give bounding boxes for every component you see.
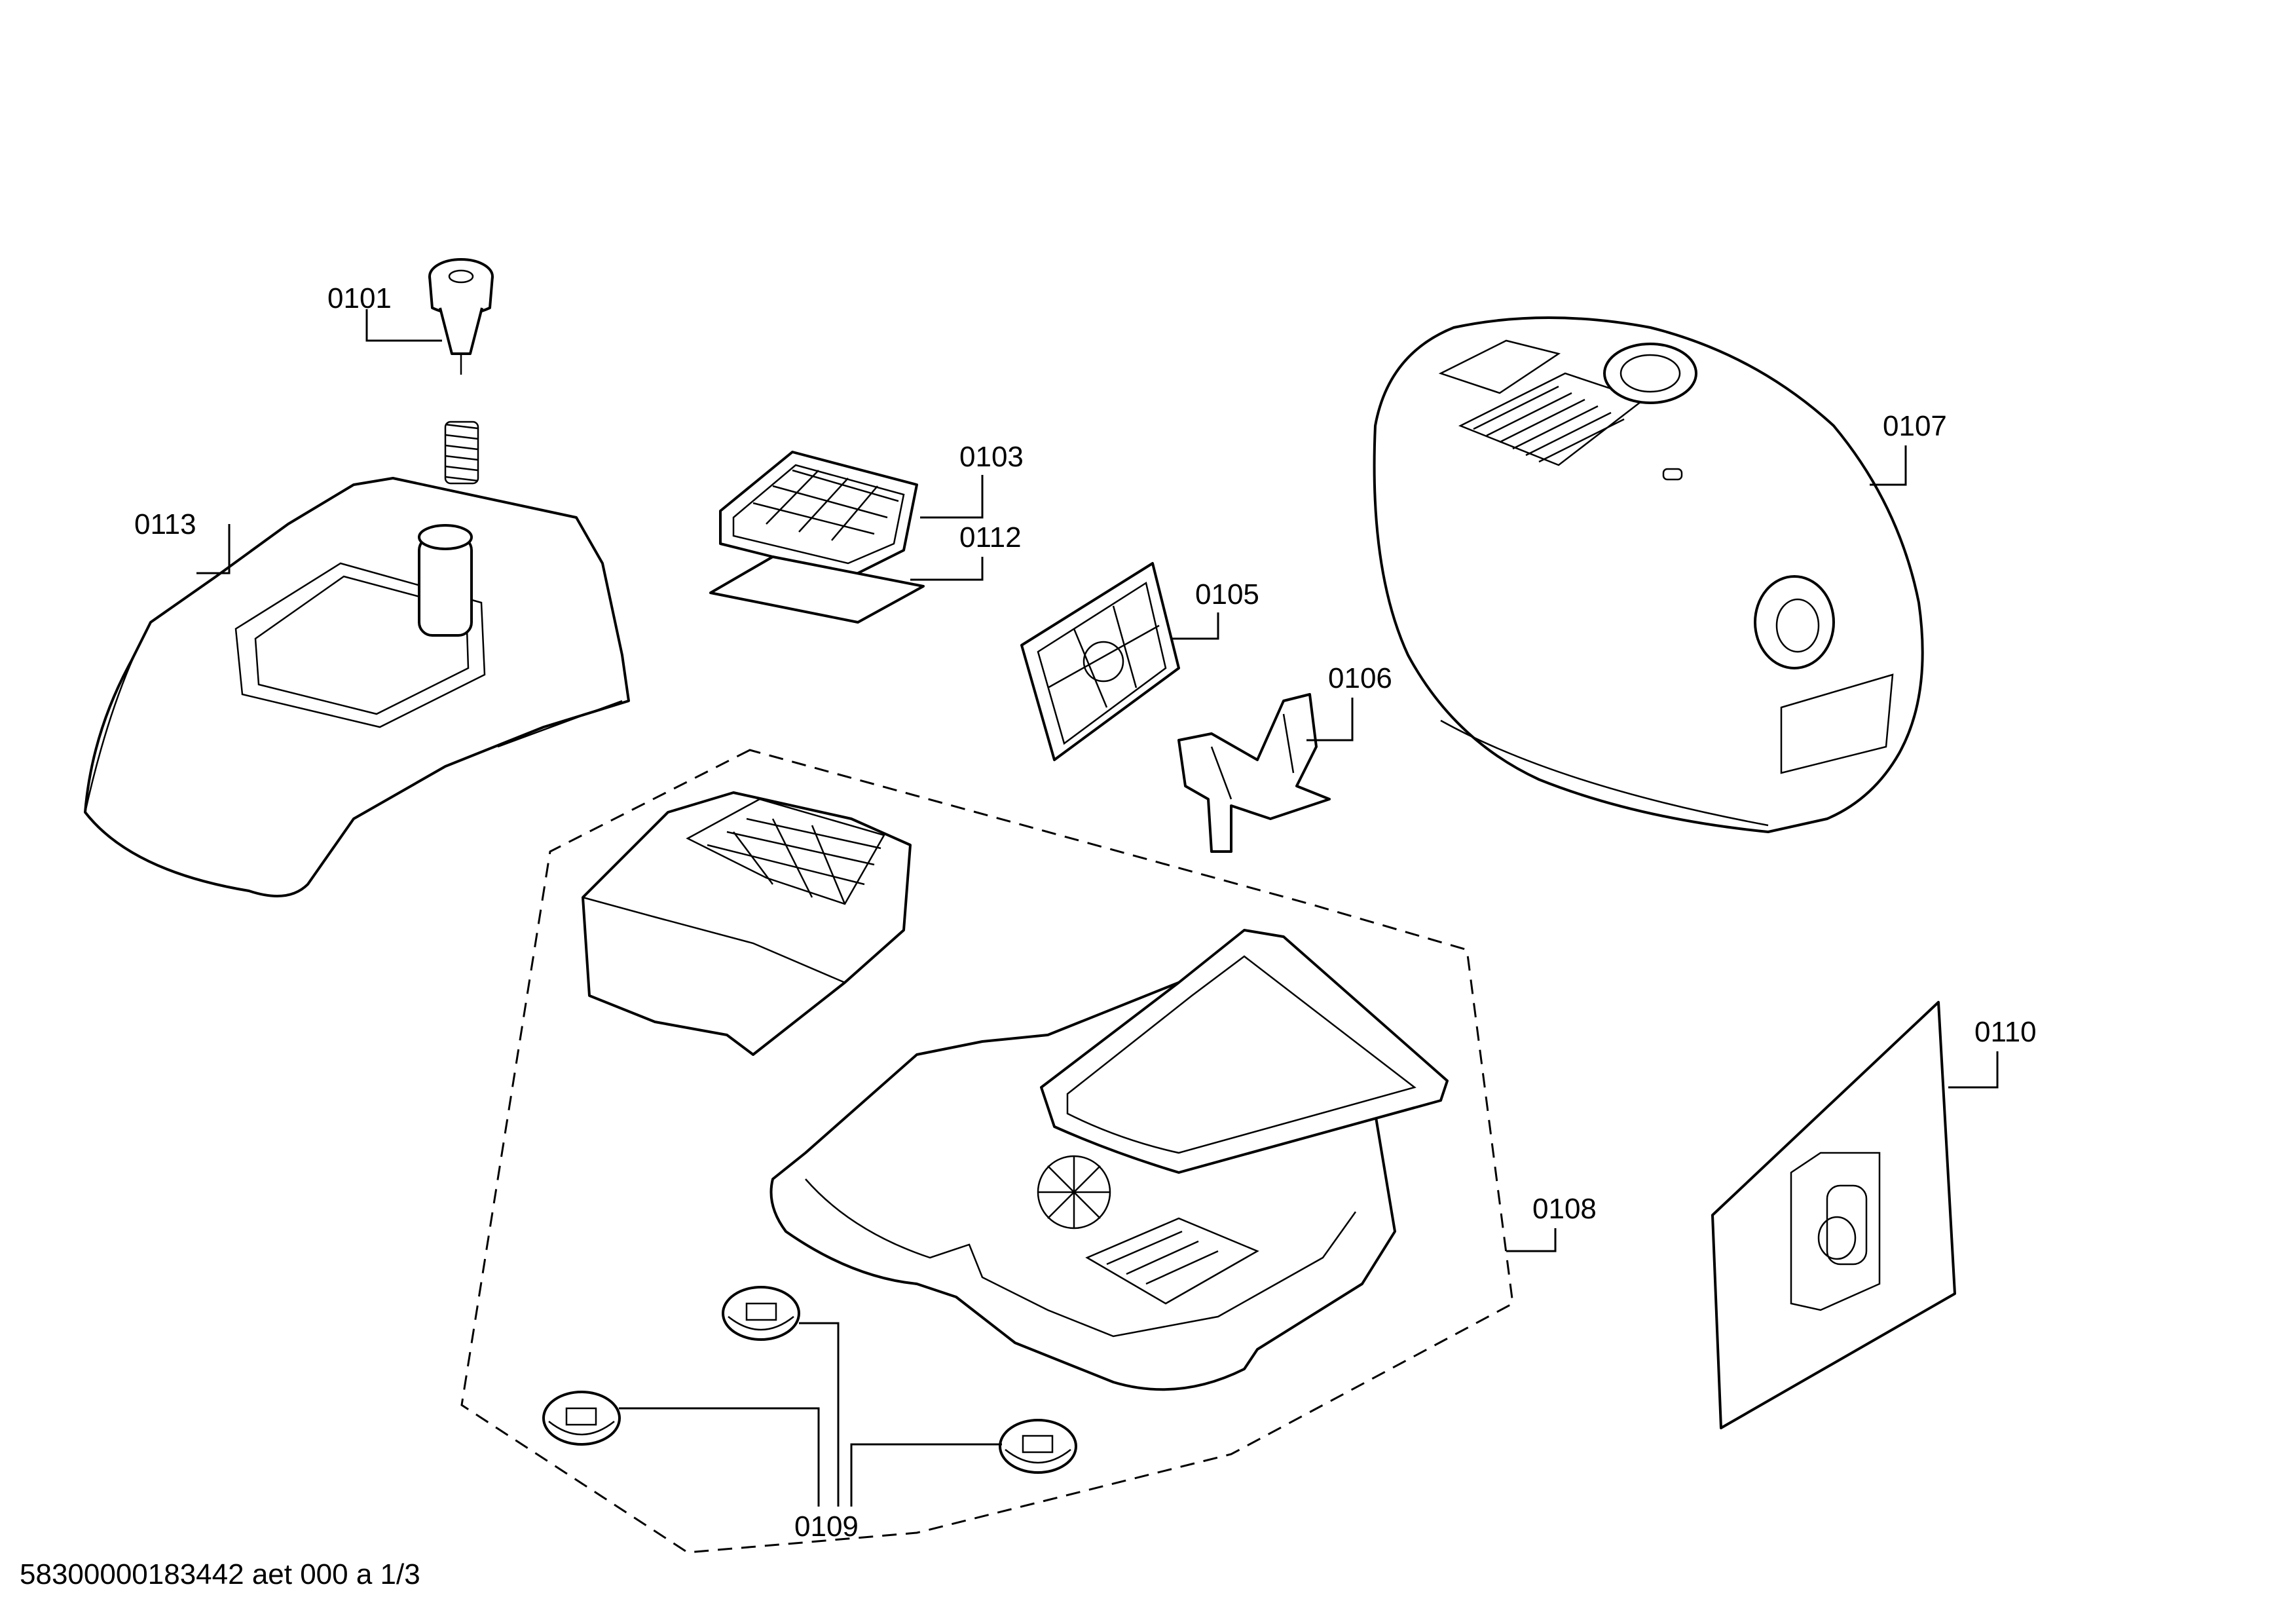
label-0108: 0108 (1532, 1193, 1597, 1225)
part-0103-filter (719, 451, 918, 578)
label-0103: 0103 (959, 441, 1024, 473)
part-0107-cover (1373, 316, 1924, 833)
part-0113-housing (84, 477, 630, 897)
label-0101: 0101 (327, 282, 392, 314)
part-0106-bracket (1177, 693, 1331, 853)
part-0105-grille (1020, 562, 1180, 761)
part-0101-knob (428, 258, 494, 375)
part-0112-mat (709, 555, 925, 624)
part-0109-wheel-2 (542, 1391, 621, 1446)
part-0110-bag (1711, 1001, 1956, 1429)
label-0107: 0107 (1883, 410, 1947, 442)
label-0106: 0106 (1328, 662, 1392, 694)
document-footer: 58300000183442 aet 000 a 1/3 (20, 1558, 420, 1590)
label-0113: 0113 (134, 508, 196, 540)
part-0101-spring (444, 421, 479, 485)
assembly-boundary (460, 749, 1514, 1554)
part-0108-frame (1040, 929, 1449, 1174)
label-0112: 0112 (959, 521, 1022, 554)
label-0105: 0105 (1195, 578, 1259, 610)
part-0109-wheel-3 (999, 1419, 1077, 1474)
label-0109: 0109 (794, 1511, 859, 1543)
leader-lines (196, 309, 1999, 1507)
label-0110: 0110 (1974, 1016, 2037, 1048)
part-0108-motor-housing (582, 791, 912, 1056)
part-0109-wheel-1 (722, 1286, 800, 1341)
